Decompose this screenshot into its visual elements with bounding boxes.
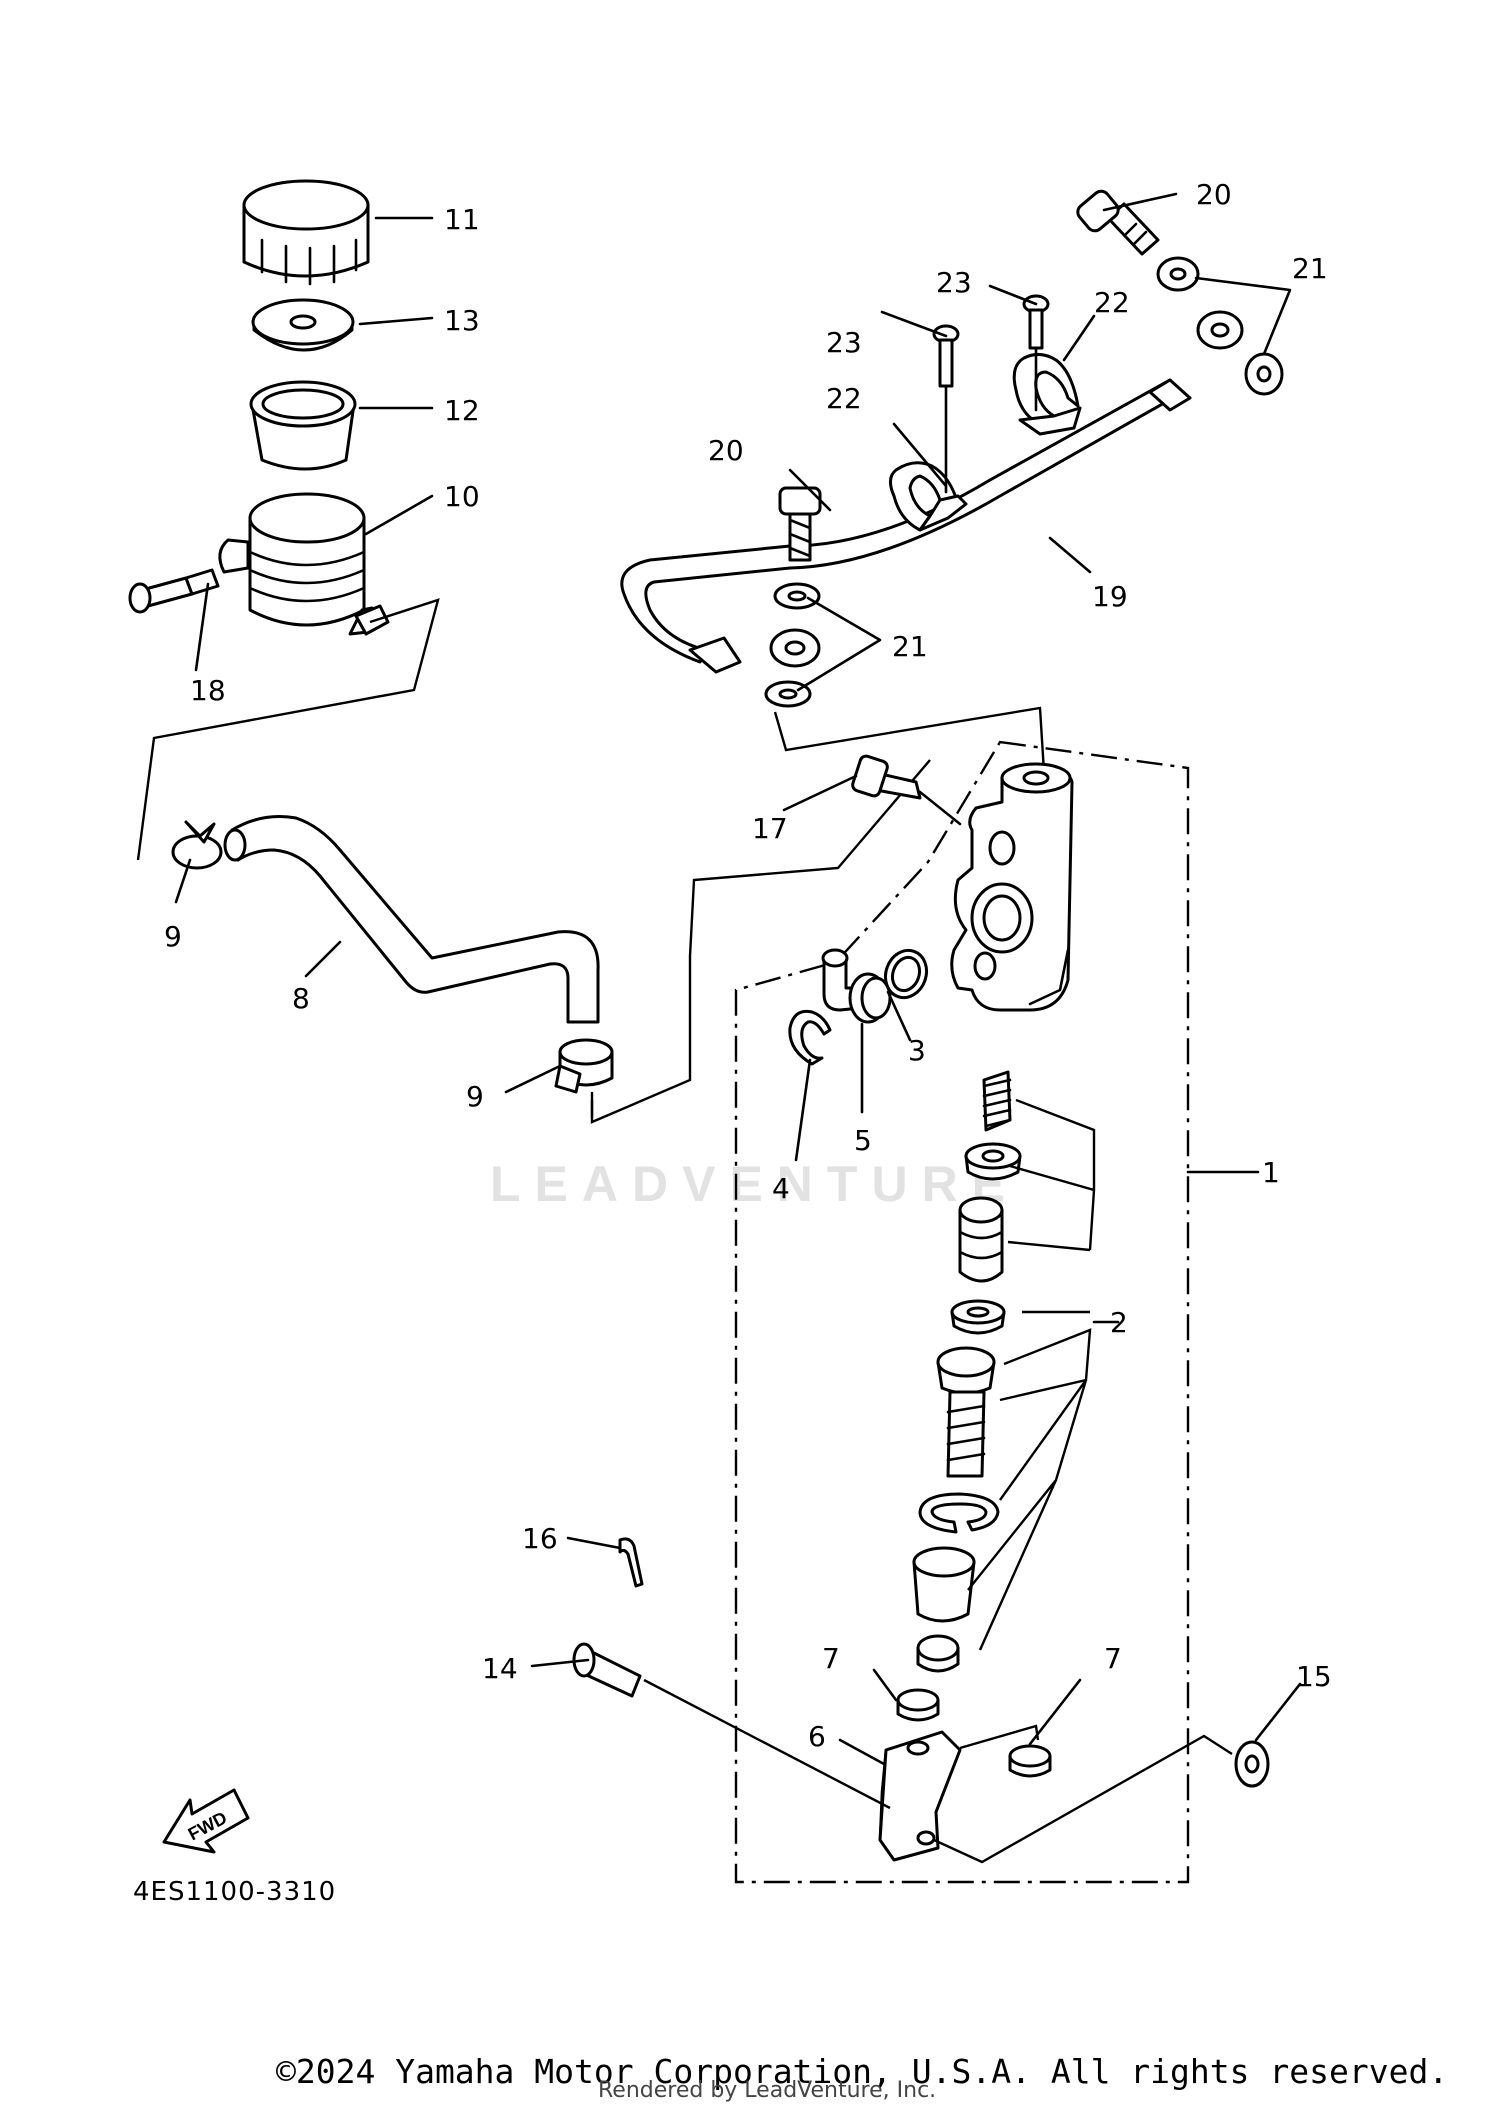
union-bolt-20-lower [778,486,822,562]
bolt-17 [851,754,962,826]
callout-18: 18 [190,674,226,707]
master-cylinder-body [950,762,1074,1012]
spring [982,1070,1012,1132]
diaphragm-plate [249,380,357,471]
cup-lower [950,1299,1006,1335]
callout-9-upper: 9 [164,920,182,953]
callout-22-left: 22 [826,382,862,415]
callout-14: 14 [482,1652,518,1685]
circlip-kit [918,1492,1000,1534]
callout-21-upper: 21 [1292,252,1328,285]
nut-7-right [1008,1744,1052,1778]
callout-5: 5 [854,1124,872,1157]
push-rod [936,1346,996,1478]
assembly-outline [734,740,1190,1884]
clevis-6 [878,1730,962,1862]
union-bolt-20-upper [1076,189,1160,256]
callout-17: 17 [752,812,788,845]
callout-8: 8 [292,982,310,1015]
callout-4: 4 [772,1172,790,1205]
callout-15: 15 [1296,1660,1332,1693]
rendered-by-notice: Rendered by LeadVenture, Inc. [598,2078,937,2103]
callout-3: 3 [908,1034,926,1067]
callout-9-lower: 9 [466,1080,484,1113]
callout-20-lower: 20 [708,434,744,467]
circlip-4 [788,1009,832,1066]
callout-19: 19 [1092,580,1128,613]
copyright-notice: ©2024 Yamaha Motor Corporation, U.S.A. A… [276,2052,1449,2091]
callout-23-right: 23 [936,266,972,299]
inlet-fitting-5 [821,948,892,1024]
nut-7-left [896,1688,940,1722]
reservoir-tank [218,492,390,636]
callout-11: 11 [444,203,480,236]
callout-23-left: 23 [826,326,862,359]
cotter-16 [618,1537,644,1588]
callout-12: 12 [444,394,480,427]
callout-7-right: 7 [1104,1642,1122,1675]
bolt-18 [128,568,220,614]
piston [958,1196,1004,1283]
hose-8 [223,815,600,1024]
clamp-9-lower [554,1038,614,1094]
callout-13: 13 [444,304,480,337]
nut-upper [916,1634,960,1673]
leader-lines [174,192,1302,1766]
brake-hose-19 [620,310,1244,674]
clamp-9-upper [171,820,223,870]
callout-22-right: 22 [1094,286,1130,319]
callout-7-left: 7 [822,1642,840,1675]
boot [912,1546,976,1623]
callout-21-lower: 21 [892,630,928,663]
callout-20-upper: 20 [1196,178,1232,211]
callout-6: 6 [808,1720,826,1753]
diagram-code: 4ES1100-3310 [133,1877,337,1907]
callout-2: 2 [1110,1306,1128,1339]
watermark-text: LEADVENTURE [490,1156,1020,1212]
callout-1: 1 [1262,1156,1280,1189]
reservoir-diaphragm [251,298,355,352]
pin-14 [572,1642,642,1698]
callout-10: 10 [444,480,480,513]
hose-guide-22-right [1012,353,1082,436]
cup-upper [964,1142,1022,1181]
reservoir-cap [242,179,370,286]
callout-16: 16 [522,1522,558,1555]
screw-23-left [932,324,960,494]
fwd-arrow-icon: FWD [162,1788,250,1854]
